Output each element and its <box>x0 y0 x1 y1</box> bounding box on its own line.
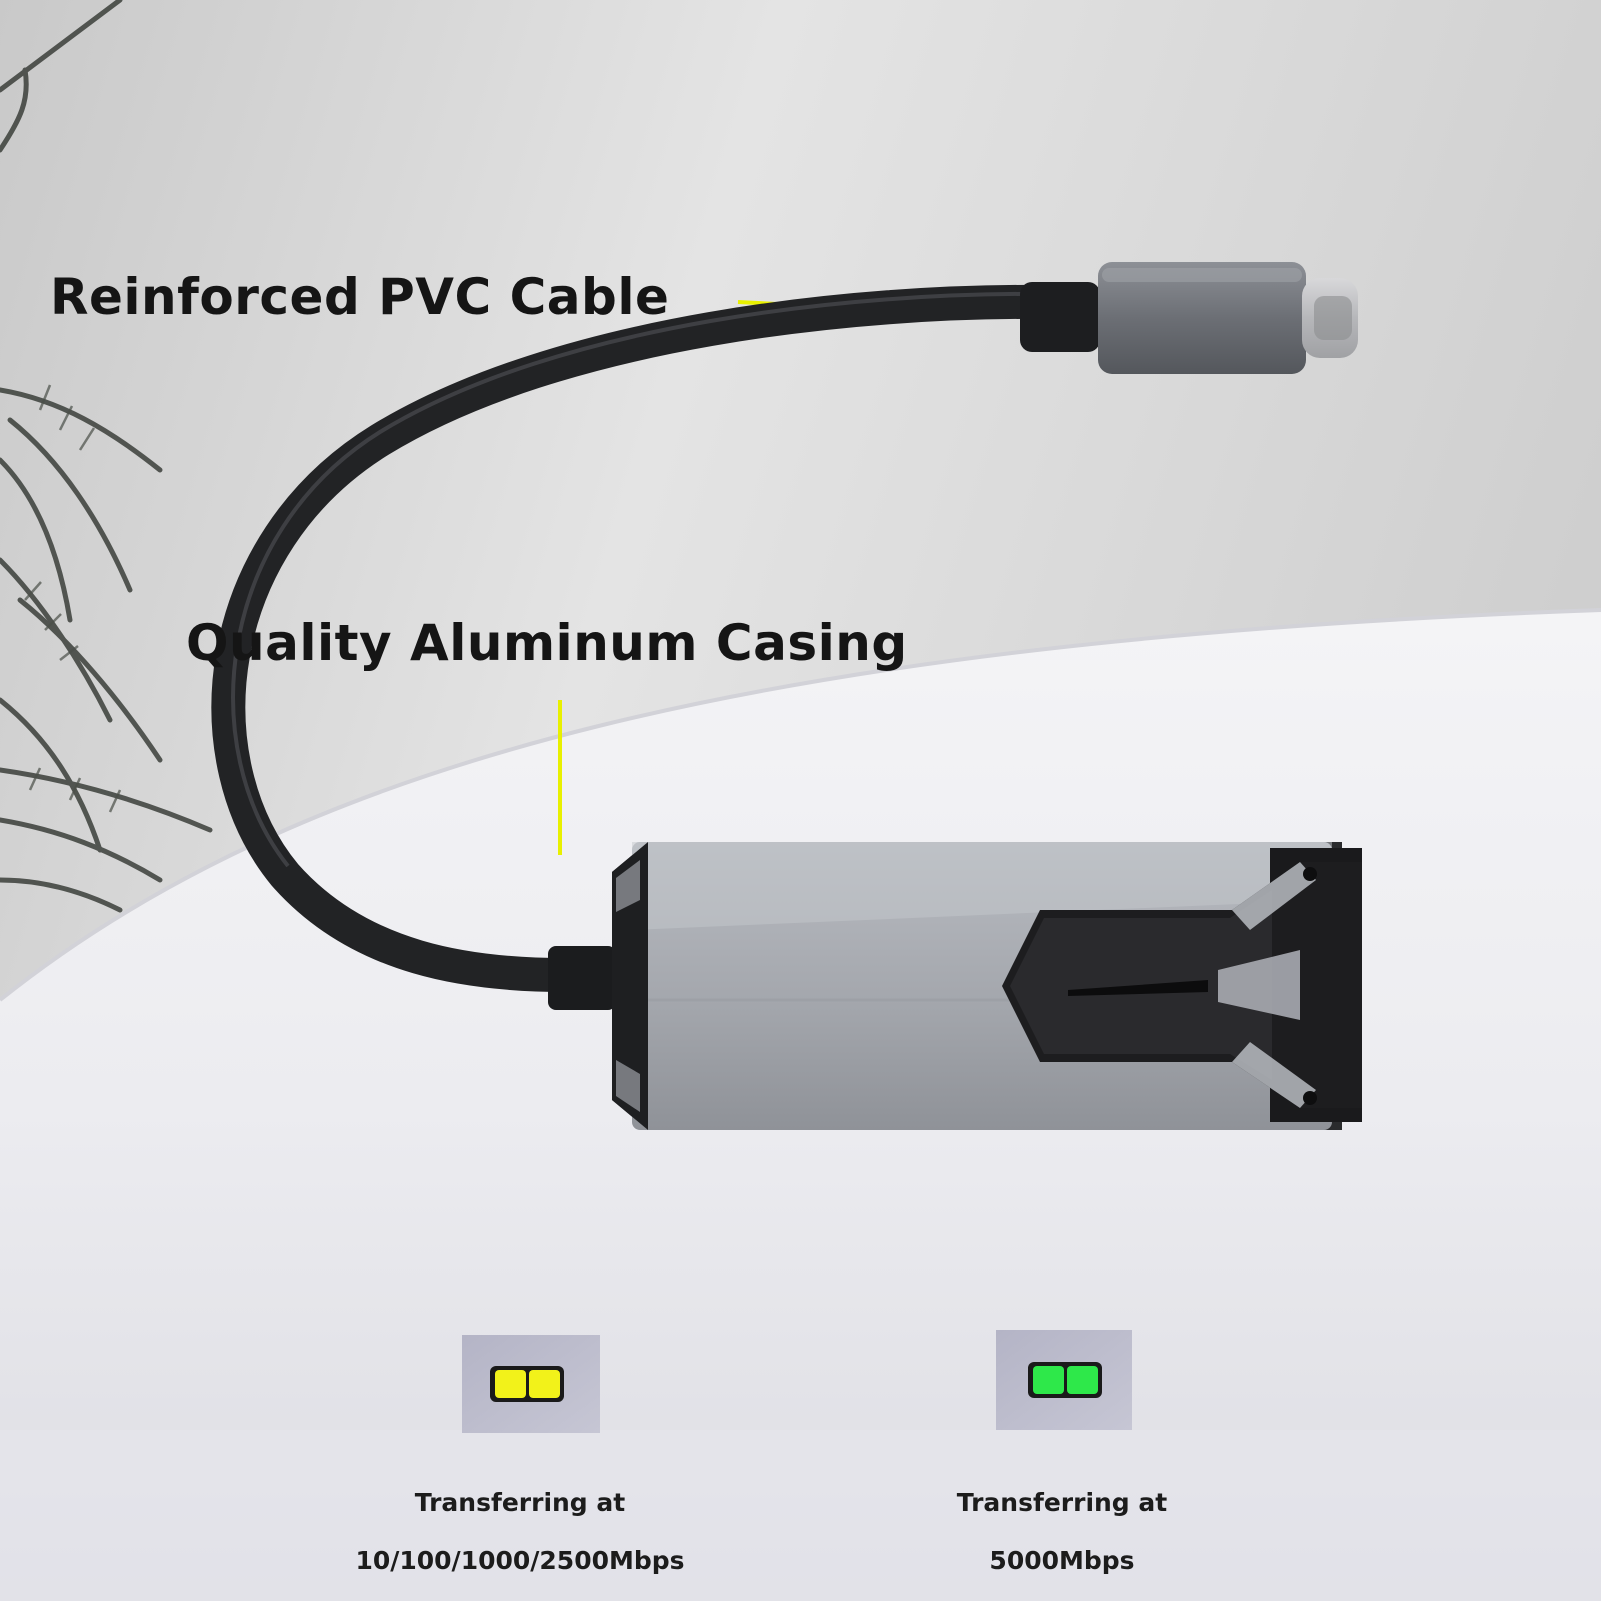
usb-c-connector <box>1020 262 1358 374</box>
callout-cable-label: Reinforced PVC Cable <box>50 268 670 326</box>
led-yellow-2 <box>529 1370 560 1398</box>
indicator-caption-left: Transferring at 10/100/1000/2500Mbps <box>310 1474 730 1590</box>
rj45-port <box>1002 848 1362 1122</box>
indicator-caption-line2: 10/100/1000/2500Mbps <box>355 1546 685 1575</box>
led-indicator-card-right <box>996 1330 1132 1430</box>
indicator-caption-line2: 5000Mbps <box>989 1546 1135 1575</box>
led-green-2 <box>1067 1366 1098 1394</box>
indicator-caption-right: Transferring at 5000Mbps <box>852 1474 1272 1590</box>
led-indicator-card-left <box>462 1335 600 1433</box>
led-green <box>1033 1366 1064 1394</box>
plant-leaves <box>0 0 213 913</box>
indicator-caption-line1: Transferring at <box>414 1488 626 1517</box>
callout-casing-label: Quality Aluminum Casing <box>186 614 908 672</box>
led-yellow <box>495 1370 526 1398</box>
indicator-caption-line1: Transferring at <box>956 1488 1168 1517</box>
